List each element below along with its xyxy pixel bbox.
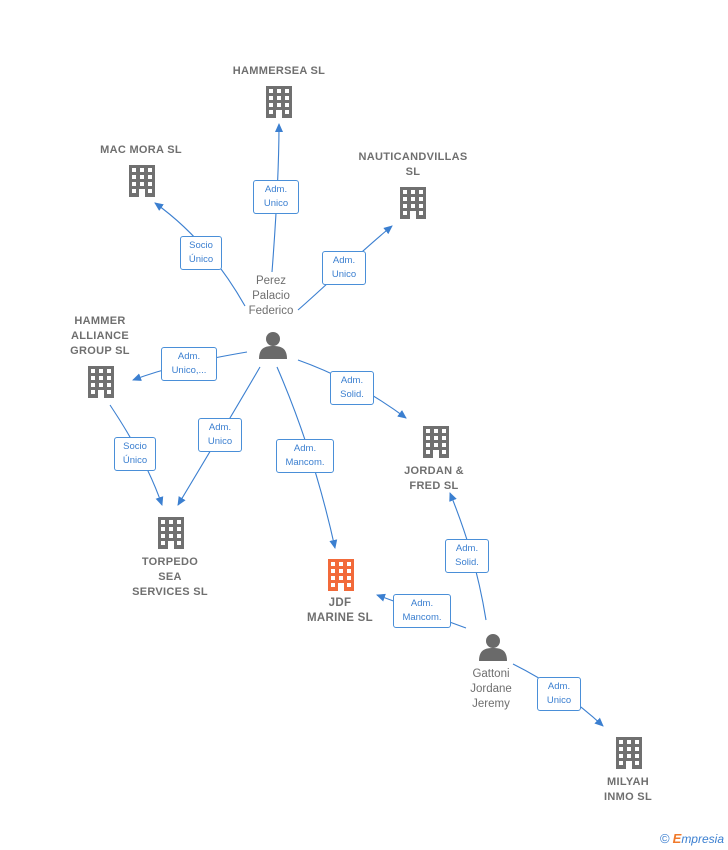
- building-icon-nauticand: [400, 187, 426, 219]
- company-label-macmora[interactable]: MAC MORA SL: [100, 144, 182, 156]
- role-box-gattoni-jdf[interactable]: Adm. Mancom.: [393, 594, 451, 628]
- person-icon-gattoni: [479, 634, 507, 661]
- empresia-logo: ©Empresia: [660, 831, 724, 846]
- brand-name: mpresia: [681, 832, 724, 846]
- role-box-gattoni-milyah[interactable]: Adm. Unico: [537, 677, 581, 711]
- company-label-torpedo[interactable]: TORPEDO SEA SERVICES SL: [132, 556, 208, 598]
- person-icon-perez: [259, 332, 287, 359]
- building-icon-macmora: [129, 165, 155, 197]
- building-icon-milyah: [616, 737, 642, 769]
- brand-initial: E: [672, 831, 682, 846]
- person-label-gattoni[interactable]: Gattoni Jordane Jeremy: [470, 668, 512, 710]
- building-icon-jordan: [423, 426, 449, 458]
- building-icon-torpedo: [158, 517, 184, 549]
- building-icon-jdf: [328, 559, 354, 591]
- role-box-perez-nauticand[interactable]: Adm. Unico: [322, 251, 366, 285]
- role-box-perez-jdf[interactable]: Adm. Mancom.: [276, 439, 334, 473]
- copyright-symbol: ©: [660, 831, 670, 846]
- company-label-hammeralliance[interactable]: HAMMER ALLIANCE GROUP SL: [70, 315, 130, 357]
- role-box-perez-torpedo[interactable]: Adm. Unico: [198, 418, 242, 452]
- company-label-jordan[interactable]: JORDAN & FRED SL: [404, 465, 464, 492]
- company-label-nauticand[interactable]: NAUTICANDVILLAS SL: [358, 151, 468, 178]
- building-icon-hammersea: [266, 86, 292, 118]
- company-label-hammersea[interactable]: HAMMERSEA SL: [232, 65, 326, 77]
- role-box-perez-hammersea[interactable]: Adm. Unico: [253, 180, 299, 214]
- person-label-perez[interactable]: Perez Palacio Federico: [248, 275, 294, 317]
- role-box-perez-jordan[interactable]: Adm. Solid.: [330, 371, 374, 405]
- company-label-milyah[interactable]: MILYAH INMO SL: [604, 776, 652, 803]
- building-icon-hammeralliance: [88, 366, 114, 398]
- company-label-jdf[interactable]: JDF MARINE SL: [307, 597, 373, 624]
- role-box-perez-hammeralliance[interactable]: Adm. Unico,...: [161, 347, 217, 381]
- role-box-perez-macmora[interactable]: Socio Único: [180, 236, 222, 270]
- role-box-hammeralliance-torpedo[interactable]: Socio Único: [114, 437, 156, 471]
- role-box-gattoni-jordan[interactable]: Adm. Solid.: [445, 539, 489, 573]
